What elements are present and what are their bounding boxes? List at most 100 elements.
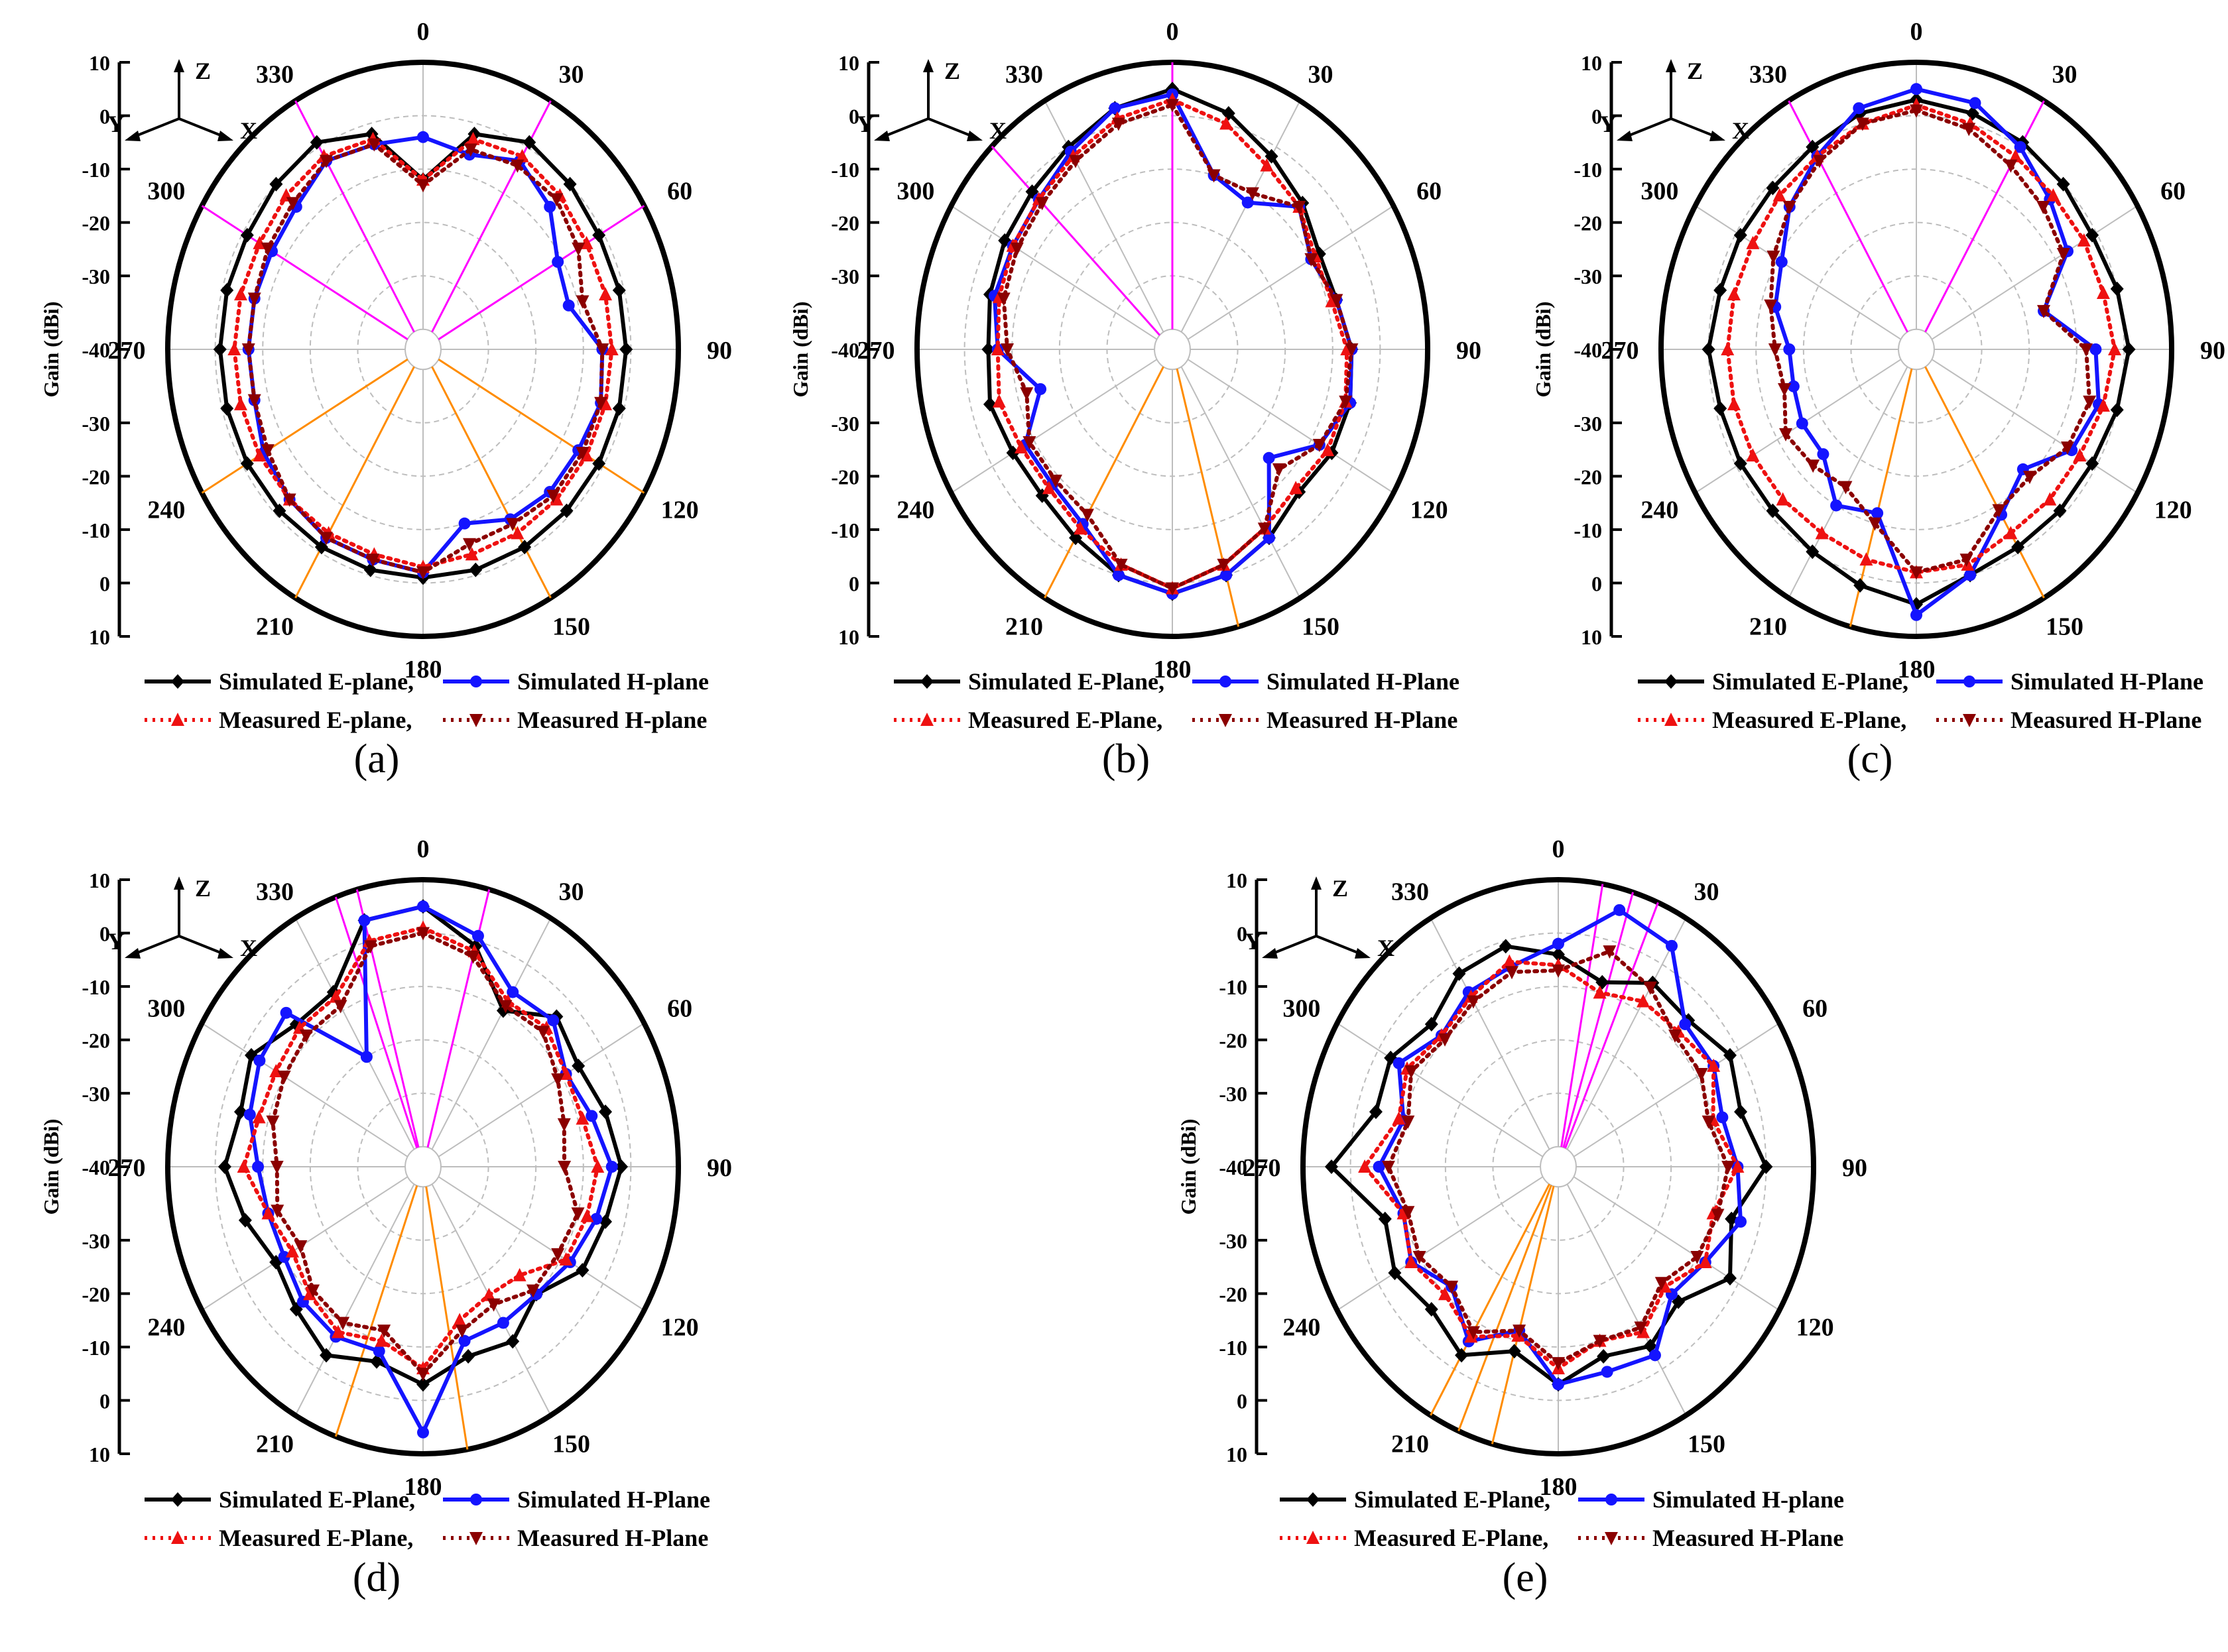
data-point-meas_h: [1292, 200, 1306, 214]
data-point-meas_h: [1069, 154, 1083, 168]
gain-tick-label: -40: [1219, 1155, 1247, 1179]
angle-tick-label: 300: [897, 178, 934, 206]
data-point-meas_h: [2036, 200, 2050, 214]
x-axis-arrow: [178, 117, 226, 139]
data-point-sim_h: [1783, 343, 1796, 355]
angle-tick-label: 210: [1749, 613, 1787, 641]
data-point-sim_h: [458, 517, 471, 530]
data-point-sim_e: [416, 1377, 430, 1392]
panel-label: (d): [353, 1555, 401, 1600]
coord-label-x: X: [989, 117, 1007, 144]
y-axis-arrow: [132, 935, 180, 956]
legend-marker-meas_h: [469, 1532, 483, 1545]
grid-spoke: [1573, 1176, 1780, 1311]
data-point-meas_e: [466, 131, 480, 145]
data-point-meas_h: [1782, 200, 1796, 214]
guide-line-magenta: [1564, 902, 1659, 1149]
data-point-sim_e: [1552, 947, 1565, 962]
data-point-meas_e: [1698, 1255, 1712, 1269]
data-point-meas_h: [557, 1118, 571, 1132]
x-axis-arrow: [178, 935, 226, 956]
gain-tick-label: 0: [1237, 1389, 1247, 1413]
data-point-meas_e: [233, 287, 247, 301]
data-point-meas_h: [462, 538, 476, 552]
data-point-sim_h: [1392, 1057, 1405, 1069]
coord-label-z: Z: [944, 58, 960, 84]
gain-tick-label: -10: [1574, 518, 1602, 542]
coord-label-z: Z: [1332, 875, 1348, 902]
angle-tick-label: 150: [552, 1431, 590, 1458]
data-point-sim_e: [619, 342, 633, 357]
grid-spoke: [431, 917, 552, 1150]
data-point-sim_e: [1597, 1348, 1611, 1364]
data-point-meas_h: [416, 566, 430, 580]
data-point-meas_h: [1111, 117, 1125, 131]
data-point-meas_h: [499, 1000, 513, 1014]
gain-tick-label: -40: [1574, 338, 1602, 362]
data-point-meas_h: [334, 1000, 347, 1014]
gain-tick-label: 0: [99, 1389, 110, 1413]
angle-tick-label: 330: [256, 878, 294, 906]
gain-tick-label: -10: [1574, 158, 1602, 182]
angle-tick-label: 300: [147, 178, 185, 206]
data-point-meas_h: [551, 1073, 565, 1087]
y-axis-arrow: [132, 117, 180, 139]
data-point-meas_h: [1272, 463, 1286, 477]
angle-tick-label: 60: [1802, 995, 1827, 1023]
gain-tick-label: -10: [82, 975, 110, 999]
data-point-meas_h: [1035, 197, 1049, 211]
data-point-sim_h: [507, 986, 519, 998]
guide-line-orange: [1457, 1185, 1552, 1432]
angle-tick-label: 120: [1796, 1314, 1834, 1342]
panel-4: 0306090120150180210240270300330100-10-20…: [39, 835, 732, 1600]
grid-spoke: [438, 1022, 645, 1157]
center-hole: [1898, 328, 1935, 371]
coord-label-y: Y: [107, 928, 125, 955]
data-point-meas_h: [336, 1317, 350, 1330]
data-point-sim_e: [1734, 1104, 1748, 1120]
gain-tick-label: -20: [1574, 465, 1602, 489]
data-point-sim_e: [1455, 1348, 1469, 1363]
data-point-sim_h: [458, 1334, 471, 1347]
data-point-meas_h: [277, 1071, 291, 1085]
data-point-meas_e: [1321, 443, 1335, 457]
z-arrowhead: [923, 59, 934, 72]
data-point-sim_e: [273, 503, 286, 518]
data-point-meas_h: [536, 1026, 550, 1039]
data-point-meas_h: [1466, 1326, 1480, 1340]
legend-marker-meas_h: [469, 714, 483, 727]
data-point-meas_h: [1020, 387, 1034, 401]
gain-tick-label: -30: [82, 265, 110, 288]
grid-spoke: [1187, 359, 1394, 494]
legend-marker-meas_e: [1306, 1531, 1320, 1544]
data-point-meas_h: [247, 292, 261, 306]
outer-ring: [165, 60, 681, 639]
legend-label-meas_h: Measured H-plane: [517, 707, 707, 733]
legend-marker-sim_h: [470, 676, 482, 687]
data-point-meas_h: [1766, 251, 1780, 265]
angle-tick-label: 240: [147, 1314, 185, 1342]
data-point-meas_e: [992, 394, 1006, 408]
data-point-meas_h: [1010, 242, 1024, 256]
angle-tick-label: 210: [256, 613, 294, 641]
gain-tick-label: 10: [1581, 51, 1602, 75]
data-point-meas_e: [1859, 552, 1873, 566]
gain-axis-label: Gain (dBi): [39, 302, 63, 398]
data-point-meas_e: [261, 1206, 275, 1220]
data-point-meas_e: [375, 1333, 389, 1347]
gain-tick-label: 10: [89, 625, 110, 649]
data-point-meas_h: [487, 1298, 501, 1312]
data-point-sim_h: [417, 1426, 429, 1439]
data-point-sim_h: [253, 1054, 266, 1067]
data-point-meas_h: [1513, 1325, 1526, 1338]
legend-marker-sim_e: [171, 1492, 184, 1507]
angle-tick-label: 240: [1640, 497, 1678, 524]
data-point-sim_h: [552, 256, 564, 268]
data-point-sim_e: [1452, 966, 1466, 981]
data-point-meas_h: [261, 444, 275, 458]
guide-line-magenta: [334, 896, 418, 1148]
x-arrowhead: [217, 948, 233, 959]
data-point-sim_h: [1969, 97, 1981, 109]
legend-marker-meas_e: [171, 1531, 184, 1544]
data-point-meas_e: [1637, 1325, 1650, 1338]
